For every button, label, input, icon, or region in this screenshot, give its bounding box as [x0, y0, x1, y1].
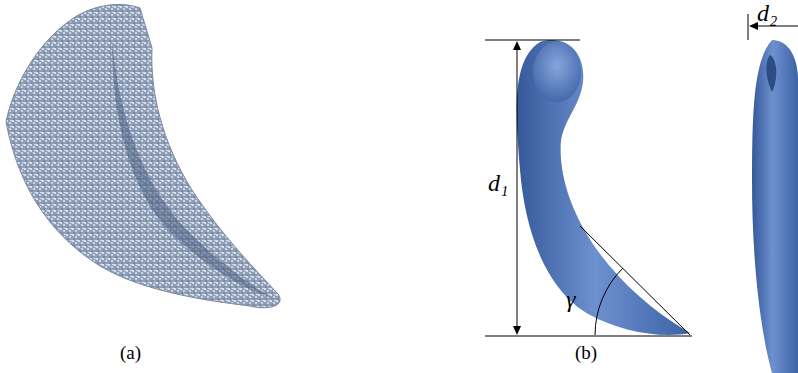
arrow-head	[513, 326, 521, 335]
dimension-line	[748, 14, 749, 40]
claw-bulb	[533, 42, 581, 102]
tangent-line	[580, 226, 690, 335]
arrow-head	[513, 41, 521, 50]
point-cloud-claw	[6, 4, 280, 307]
panel-label: (b)	[575, 343, 597, 364]
panel-label: (a)	[120, 343, 141, 364]
dimension-label: d₁	[488, 170, 508, 196]
dimension-line	[485, 336, 692, 337]
arrow-head	[749, 22, 758, 30]
angle-label: γ	[566, 286, 575, 312]
point-cloud-inner-band	[112, 40, 272, 298]
claw-side-ridge	[766, 55, 776, 92]
claw-side-view	[752, 40, 798, 373]
angle-arc	[595, 268, 623, 335]
claw-model	[517, 40, 690, 335]
dimension-label: d₂	[757, 0, 777, 26]
dimension-line	[485, 40, 580, 41]
dimension-arrow	[517, 48, 518, 328]
